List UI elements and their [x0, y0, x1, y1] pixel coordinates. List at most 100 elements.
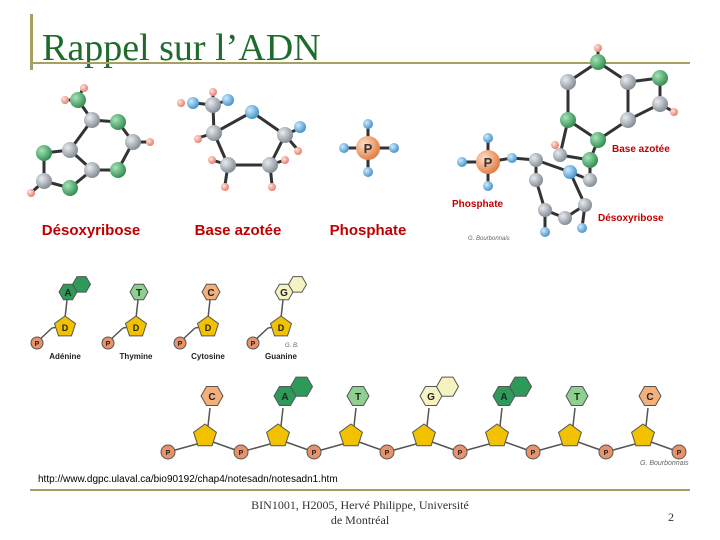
phosphate-circle [598, 444, 614, 460]
hydrogen-atom [594, 44, 602, 52]
oxygen-atom [187, 97, 199, 109]
oxygen-atom [483, 133, 493, 143]
phosphate-circle [671, 444, 687, 460]
nucleotide-name: Guanine [265, 352, 298, 361]
nitrogen-atom [110, 114, 126, 130]
adenine-molecule [27, 84, 154, 197]
sugar-pentagon [53, 315, 77, 337]
base-ring [129, 283, 149, 301]
deoxyribose-molecule [177, 88, 306, 191]
phosphate-letter: P [178, 341, 183, 348]
oxygen-atom [389, 143, 399, 153]
sugar-pentagon [269, 315, 293, 337]
carbon-atom [84, 162, 100, 178]
sugar-pentagon [124, 315, 148, 337]
base-ring [200, 386, 224, 406]
oxygen-atom [339, 143, 349, 153]
base-ring [565, 386, 589, 406]
hydrogen-atom [209, 88, 217, 96]
phosphorus-atom [476, 150, 500, 174]
carbon-atom [652, 96, 668, 112]
oxygen-atom [363, 167, 373, 177]
carbon-atom [620, 74, 636, 90]
sugar-pentagon [193, 423, 217, 447]
hydrogen-atom [208, 156, 216, 164]
sugar-letter: D [278, 323, 285, 333]
base-letter: A [64, 288, 71, 299]
glycosidic-bond [645, 407, 649, 427]
hydrogen-atom [294, 147, 302, 155]
glycosidic-bond [207, 299, 211, 319]
carbon-atom [125, 134, 141, 150]
footer-line-1: BIN1001, H2005, Hervé Philippe, Universi… [251, 498, 469, 512]
sugar-pentagon [412, 423, 436, 447]
oxygen-atom [245, 105, 259, 119]
glycosidic-bond [64, 299, 68, 319]
carbon-atom [62, 142, 78, 158]
nitrogen-atom [110, 162, 126, 178]
carbon-atom [220, 157, 236, 173]
oxygen-atom [457, 157, 467, 167]
base-ring [508, 376, 533, 397]
label-desoxyribose: Désoxyribose [42, 222, 140, 239]
model-label-phosphate: Phosphate [452, 199, 504, 210]
nitrogen-atom [560, 112, 576, 128]
nucleotide-model: P Base azotée Phosphate Désoxyribose G. … [452, 44, 678, 242]
sugar-pentagon [266, 423, 290, 447]
hydrogen-atom [146, 138, 154, 146]
source-link[interactable]: http://www.dgpc.ulaval.ca/bio90192/chap4… [38, 474, 338, 485]
sugar-pentagon [196, 315, 220, 337]
carbon-atom [84, 112, 100, 128]
phosphate-circle [30, 336, 44, 350]
sugar-letter: D [205, 323, 212, 333]
base-ring [201, 283, 221, 301]
base-letter: C [207, 288, 214, 299]
glycosidic-bond [280, 407, 284, 427]
base-letter: G [427, 392, 435, 403]
footer-line-2: de Montréal [330, 513, 390, 527]
nucleotide-legend: DPAAdénineDPTThymineDPCCytosineDPGGuanin… [30, 276, 308, 361]
page-number: 2 [668, 510, 674, 524]
phosphate-circle [379, 444, 395, 460]
base-letter: T [574, 392, 580, 403]
glycosidic-bond [499, 407, 503, 427]
base-ring [71, 276, 92, 293]
base-ring [287, 276, 308, 293]
title-divider [30, 62, 690, 64]
sugar-pentagon [558, 423, 582, 447]
base-letter: T [355, 392, 361, 403]
footer-credit: BIN1001, H2005, Hervé Philippe, Universi… [240, 498, 480, 528]
glycosidic-bond [426, 407, 430, 427]
hydrogen-atom [551, 141, 559, 149]
phosphate-letter: P [239, 450, 244, 457]
carbon-atom [578, 198, 592, 212]
oxygen-atom [294, 121, 306, 133]
phosphate-circle [246, 336, 260, 350]
carbon-atom [560, 74, 576, 90]
hydrogen-atom [177, 99, 185, 107]
nitrogen-atom [590, 132, 606, 148]
label-phosphate: Phosphate [330, 222, 407, 239]
dna-diagram: P Désoxyribose Base azotée Phosphate [27, 44, 689, 467]
phosphate-letter: P [35, 341, 40, 348]
carbon-atom [529, 173, 543, 187]
oxygen-atom [563, 165, 577, 179]
nitrogen-atom [582, 152, 598, 168]
strand-signature: G. Bourbonnais [640, 460, 689, 467]
oxygen-atom [577, 223, 587, 233]
base-letter: A [500, 392, 507, 403]
phosphorus-label: P [484, 155, 493, 170]
phosphate-molecule: P [339, 119, 399, 177]
phosphate-letter: P [531, 450, 536, 457]
nucleotide-name: Thymine [120, 352, 153, 361]
phosphate-circle [306, 444, 322, 460]
model-label-desoxyribose: Désoxyribose [598, 213, 664, 224]
carbon-atom [36, 173, 52, 189]
glycosidic-bond [353, 407, 357, 427]
model-signature: G. Bourbonnais [468, 236, 510, 242]
hydrogen-atom [268, 183, 276, 191]
carbon-atom [553, 148, 567, 162]
strand-end: P [671, 444, 687, 460]
